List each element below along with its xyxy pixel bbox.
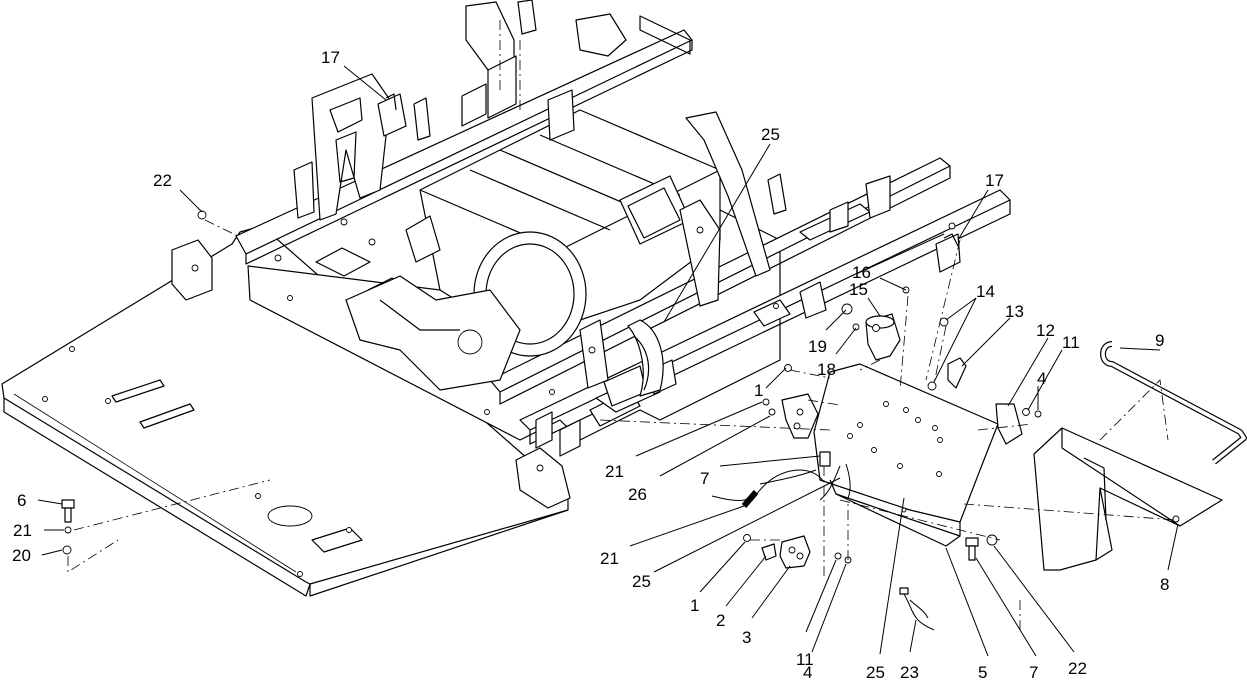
right-hardware xyxy=(902,222,1042,445)
starter-solenoid xyxy=(841,303,901,361)
callout-3: 3 xyxy=(742,628,751,647)
callout-2: 2 xyxy=(716,611,725,630)
callout-17: 17 xyxy=(985,171,1004,190)
rear-brackets xyxy=(679,111,891,307)
callout-25: 25 xyxy=(866,663,885,680)
callout-25: 25 xyxy=(761,125,780,144)
callout-17: 17 xyxy=(321,48,340,67)
callout-25: 25 xyxy=(632,572,651,591)
callout-11: 11 xyxy=(1062,333,1080,352)
deck-plate xyxy=(1,225,571,597)
callout-26: 26 xyxy=(628,485,647,504)
callout-labels: 17 22 25 17 16 15 14 13 19 18 12 11 4 9 … xyxy=(12,48,1169,680)
callout-16: 16 xyxy=(852,263,871,282)
callout-9: 9 xyxy=(1155,331,1164,350)
relay-17-left xyxy=(377,93,407,137)
callout-8: 8 xyxy=(1160,575,1169,594)
engine-assembly xyxy=(345,109,721,397)
callout-6: 6 xyxy=(17,491,26,510)
callout-21: 21 xyxy=(605,462,624,481)
roll-bar-brackets xyxy=(293,0,627,221)
control-panel-plate xyxy=(813,363,999,547)
switch-assembly xyxy=(743,534,852,569)
relay-17-right xyxy=(935,233,961,273)
callout-7: 7 xyxy=(1029,663,1038,680)
switch-bracket xyxy=(762,364,819,439)
callout-21: 21 xyxy=(600,549,619,568)
assembly-lines xyxy=(67,20,1177,630)
callout-20: 20 xyxy=(12,546,31,565)
callout-1: 1 xyxy=(690,596,699,615)
cover-panel xyxy=(1033,427,1223,571)
callout-13: 13 xyxy=(1005,302,1024,321)
bolt-22-upper xyxy=(197,210,207,220)
support-rod xyxy=(1100,341,1247,465)
left-hardware xyxy=(61,499,75,555)
callout-23: 23 xyxy=(900,663,919,680)
callout-14: 14 xyxy=(976,282,995,301)
callout-5: 5 xyxy=(978,663,987,680)
callout-4: 4 xyxy=(1037,369,1046,388)
callout-15: 15 xyxy=(849,280,868,299)
callout-18: 18 xyxy=(817,360,836,379)
callout-7: 7 xyxy=(700,469,709,488)
callout-1: 1 xyxy=(754,381,763,400)
leader-lines xyxy=(37,65,1179,657)
bolt-7-lower xyxy=(965,534,998,561)
harness-23 xyxy=(899,587,935,631)
callout-21: 21 xyxy=(13,521,32,540)
wire-harness xyxy=(711,469,825,508)
callout-22: 22 xyxy=(153,171,172,190)
callout-4: 4 xyxy=(803,663,812,680)
callout-22: 22 xyxy=(1068,659,1087,678)
bolt-7-center xyxy=(819,451,851,501)
callout-11: 11 xyxy=(796,650,814,669)
callout-19: 19 xyxy=(808,337,827,356)
callout-12: 12 xyxy=(1036,321,1055,340)
